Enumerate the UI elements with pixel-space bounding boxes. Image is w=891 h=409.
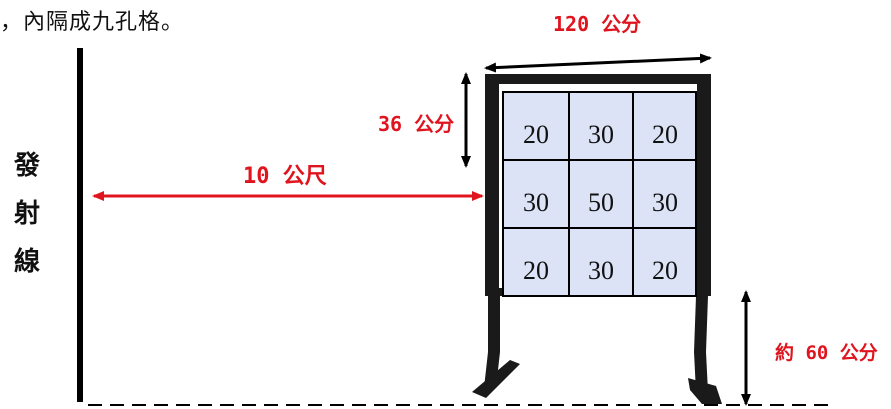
score-cell: 20 — [652, 256, 678, 285]
distance-label: 10 公尺 — [243, 164, 327, 189]
score-cell: 30 — [652, 188, 678, 217]
width-arrow — [484, 53, 712, 73]
score-labels: 20 30 20 30 50 30 20 30 20 — [523, 120, 678, 285]
score-cell: 30 — [588, 256, 614, 285]
score-cell: 20 — [652, 120, 678, 149]
score-cell: 30 — [523, 188, 549, 217]
launch-line-label-3: 線 — [14, 247, 41, 277]
score-cell: 20 — [523, 256, 549, 285]
ground-height-label: 約 60 公分 — [775, 342, 878, 364]
cell-height-label: 36 公分 — [378, 112, 455, 136]
launch-line — [77, 48, 83, 402]
launch-line-label-1: 發 — [14, 151, 41, 181]
score-cell: 50 — [588, 188, 614, 217]
score-grid — [502, 91, 697, 297]
launch-line-label-2: 射 — [14, 199, 41, 229]
score-cell: 30 — [588, 120, 614, 149]
intro-text: ，內隔成九孔格。 — [0, 10, 185, 35]
score-cell: 20 — [523, 120, 549, 149]
width-label: 120 公分 — [553, 12, 642, 36]
